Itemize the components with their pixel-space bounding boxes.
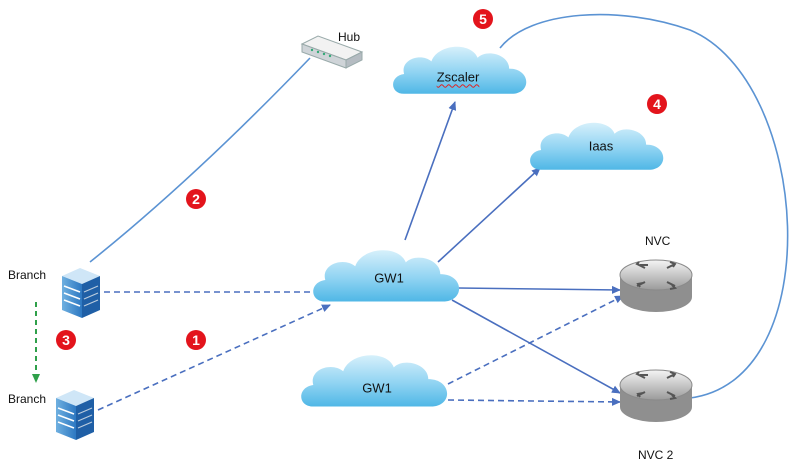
gw1-to-nvc-link [457, 285, 621, 294]
badge-four: 4 [647, 94, 667, 114]
gw1b-to-nvc2-link [447, 397, 621, 406]
branch-bottom-to-gw1-link [97, 304, 331, 411]
gw1-top-cloud [313, 250, 460, 302]
badge-five: 5 [473, 9, 493, 29]
zscaler-cloud [393, 46, 527, 94]
gw1-top-label: GW1 [374, 270, 404, 286]
iaas-label: Iaas [588, 138, 614, 154]
nvc2-zscaler-link [499, 13, 789, 399]
gw1-bottom-cloud [301, 355, 448, 407]
hub-link [89, 57, 311, 263]
nvc2-label: NVC 2 [638, 448, 674, 462]
badge-one: 1 [186, 330, 206, 350]
badge-two: 2 [186, 189, 206, 209]
gw1-to-iaas-link [437, 167, 541, 263]
gw1-to-nvc2-link [451, 299, 621, 394]
iaas-cloud [530, 122, 664, 170]
nvc2-router-icon [619, 369, 693, 422]
branch-top-label: Branch [8, 268, 47, 282]
nvc-label: NVC [645, 234, 671, 248]
zscaler-label: Zscaler [436, 69, 480, 85]
nvc-router-icon [619, 259, 693, 312]
hub-label: Hub [338, 30, 361, 44]
gw1-to-zscaler-link [404, 101, 457, 241]
branch-top-building-icon [62, 268, 100, 318]
badge-three: 3 [56, 330, 76, 350]
gw1-bottom-label: GW1 [362, 380, 392, 396]
branch-bottom-label: Branch [8, 392, 47, 406]
branch-bottom-building-icon [56, 390, 94, 440]
hub-device-icon [300, 35, 364, 69]
gw1b-to-nvc-link [447, 295, 624, 385]
